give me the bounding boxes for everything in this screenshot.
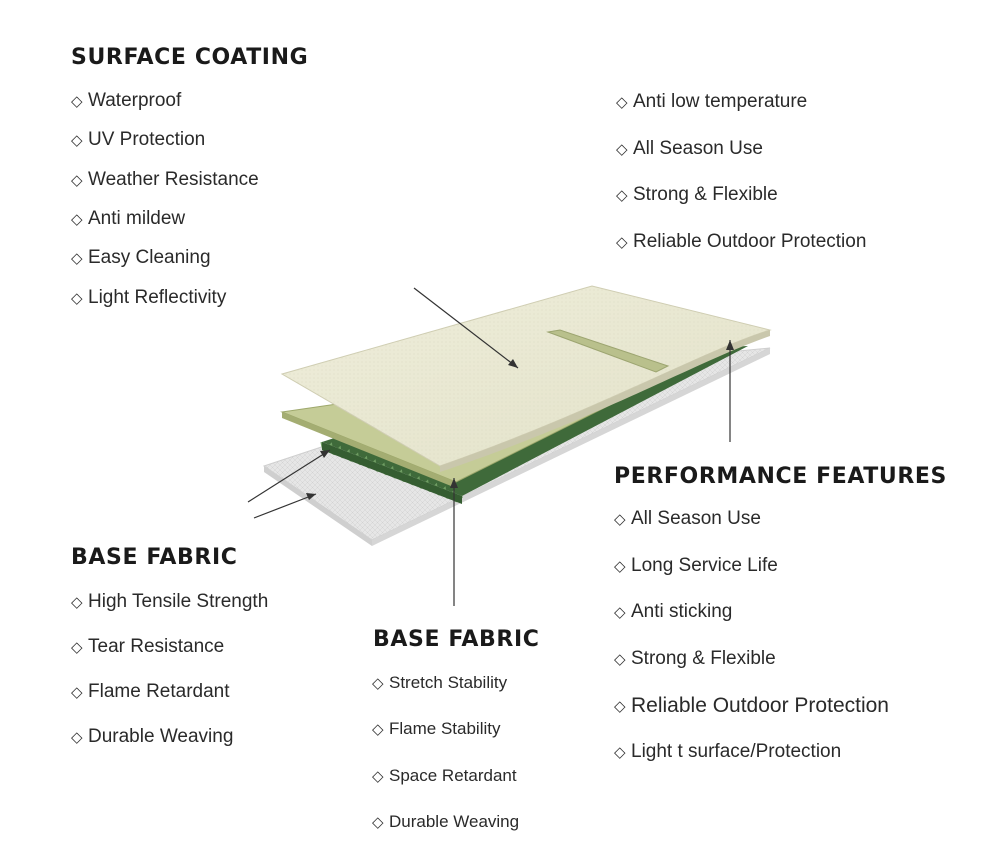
list-item-label: High Tensile Strength: [88, 591, 269, 612]
list-item-label: Stretch Stability: [389, 673, 508, 692]
callout-lines: [247, 287, 731, 606]
list-item: ◇ Reliable Outdoor Protection: [616, 231, 866, 253]
list-item-label: All Season Use: [631, 508, 761, 529]
diamond-bullet-icon: ◇: [71, 250, 83, 268]
list-item: ◇ Anti sticking: [614, 601, 732, 623]
list-item: ◇ High Tensile Strength: [71, 591, 268, 613]
list-item: ◇ Flame Stability: [372, 719, 500, 739]
diamond-bullet-icon: ◇: [372, 813, 384, 831]
list-item: ◇ Space Retardant: [372, 766, 517, 786]
diamond-bullet-icon: ◇: [71, 594, 83, 611]
diamond-bullet-icon: ◇: [614, 744, 626, 761]
diamond-bullet-icon: ◇: [71, 210, 83, 228]
diamond-bullet-icon: ◇: [71, 171, 83, 189]
diamond-bullet-icon: ◇: [71, 132, 83, 150]
list-item-label: UV Protection: [88, 129, 206, 151]
diamond-bullet-icon: ◇: [616, 187, 628, 204]
base-fabric-center-heading: BASE FABRIC: [373, 627, 540, 652]
list-item-label: Space Retardant: [389, 765, 517, 785]
diamond-bullet-icon: ◇: [71, 729, 83, 746]
list-item: ◇ UV Protection: [71, 129, 205, 151]
list-item: ◇ All Season Use: [616, 138, 763, 160]
list-item: ◇ Anti mildew: [71, 208, 185, 230]
list-item: ◇ All Season Use: [614, 508, 761, 530]
diamond-bullet-icon: ◇: [614, 698, 626, 716]
list-item: ◇ Easy Cleaning: [71, 247, 211, 269]
surface-coating-heading: SURFACE COATING: [71, 45, 309, 70]
diamond-bullet-icon: ◇: [372, 721, 384, 739]
diamond-bullet-icon: ◇: [71, 684, 83, 701]
performance-features-heading: PERFORMANCE FEATURES: [614, 464, 947, 489]
list-item: ◇ Long Service Life: [614, 555, 778, 577]
list-item-label: Anti low temperature: [633, 91, 808, 112]
list-item-label: Reliable Outdoor Protection: [631, 694, 889, 718]
list-item: ◇ Weather Resistance: [71, 169, 259, 191]
list-item: ◇ Light Reflectivity: [71, 287, 226, 309]
list-item-label: Anti sticking: [631, 601, 733, 623]
diamond-bullet-icon: ◇: [372, 675, 384, 692]
diamond-bullet-icon: ◇: [616, 140, 628, 158]
list-item: ◇ Anti low temperature: [616, 91, 807, 113]
list-item: ◇ Durable Weaving: [71, 726, 233, 748]
list-item-label: Reliable Outdoor Protection: [633, 230, 867, 252]
list-item-label: Easy Cleaning: [88, 247, 211, 269]
list-item: ◇ Waterproof: [71, 90, 181, 112]
diamond-bullet-icon: ◇: [614, 557, 626, 575]
list-item-label: Light Reflectivity: [88, 286, 227, 308]
list-item-label: Durable Weaving: [389, 811, 520, 831]
diamond-bullet-icon: ◇: [614, 650, 626, 668]
diamond-bullet-icon: ◇: [614, 511, 626, 528]
list-item: ◇ Strong & Flexible: [616, 184, 778, 206]
base-fabric-left-heading: BASE FABRIC: [71, 545, 238, 570]
list-item-label: Waterproof: [88, 90, 182, 111]
list-item: ◇ Light t surface/Protection: [614, 741, 841, 763]
callout-arrowheads: [306, 340, 734, 500]
list-item: ◇ Flame Retardant: [71, 681, 230, 703]
list-item-label: Flame Retardant: [88, 681, 230, 702]
list-item-label: Durable Weaving: [88, 726, 234, 747]
list-item: ◇ Stretch Stability: [372, 673, 507, 693]
list-item-label: Tear Resistance: [88, 636, 225, 657]
list-item-label: Weather Resistance: [88, 168, 259, 190]
list-item: ◇ Durable Weaving: [372, 812, 519, 832]
diamond-bullet-icon: ◇: [614, 604, 626, 622]
diamond-bullet-icon: ◇: [71, 639, 83, 656]
diamond-bullet-icon: ◇: [71, 93, 83, 110]
diamond-bullet-icon: ◇: [616, 94, 628, 111]
list-item-label: All Season Use: [633, 137, 763, 159]
list-item-label: Strong & Flexible: [633, 184, 778, 205]
diamond-bullet-icon: ◇: [372, 767, 384, 785]
list-item: ◇ Tear Resistance: [71, 636, 224, 658]
list-item-label: Anti mildew: [88, 207, 186, 229]
list-item-label: Flame Stability: [389, 719, 501, 739]
list-item-label: Long Service Life: [631, 554, 778, 576]
top-layer: [280, 285, 772, 472]
list-item-label: Light t surface/Protection: [631, 741, 842, 762]
diamond-bullet-icon: ◇: [71, 289, 83, 307]
list-item: ◇ Strong & Flexible: [614, 648, 776, 670]
list-item-label: Strong & Flexible: [631, 647, 776, 669]
diamond-bullet-icon: ◇: [616, 233, 628, 251]
list-item: ◇ Reliable Outdoor Protection: [614, 694, 889, 718]
